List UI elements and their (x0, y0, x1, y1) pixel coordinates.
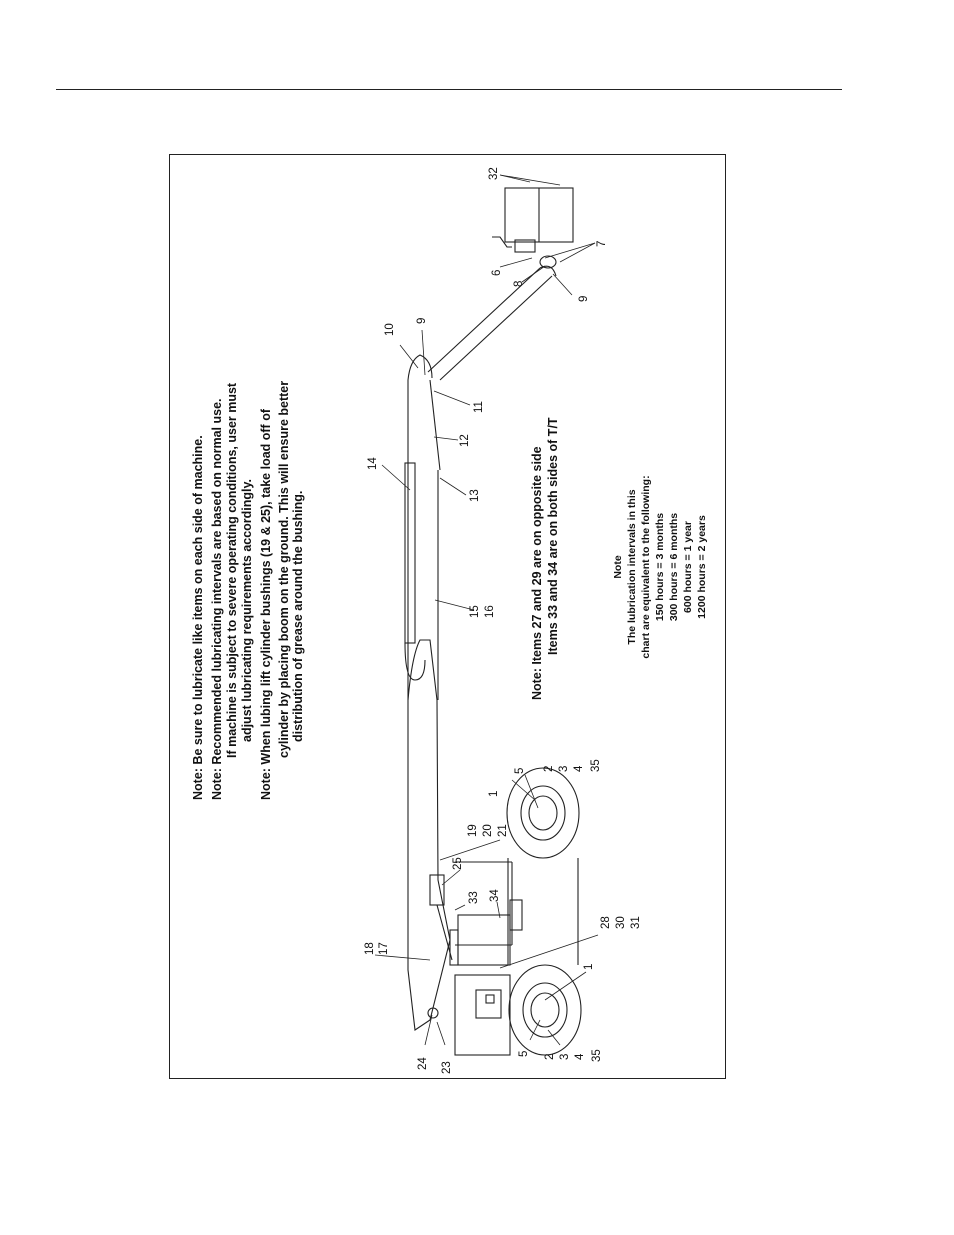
callout-8: 8 (513, 281, 525, 287)
callout-21: 21 (497, 824, 509, 837)
note-2a: Note: Recommended lubricating intervals … (210, 399, 224, 801)
callout-11: 11 (473, 401, 485, 413)
interval-note-line5: 600 hours = 1 year (682, 521, 694, 613)
callout-17: 17 (378, 942, 390, 955)
callout-25: 25 (452, 857, 464, 870)
callout-33: 33 (468, 891, 480, 904)
rear-wheel (508, 964, 582, 1056)
callout-4-rear: 4 (574, 1053, 586, 1060)
callout-10: 10 (384, 323, 396, 336)
callout-35-rear: 35 (591, 1049, 603, 1062)
items-note-b: Items 33 and 34 are on both sides of T/T (546, 417, 560, 655)
callout-19: 19 (467, 824, 479, 837)
callout-30: 30 (615, 916, 627, 929)
callout-4-front: 4 (573, 765, 585, 772)
callout-9-boom: 9 (416, 318, 428, 324)
callout-32: 32 (488, 167, 500, 180)
callout-13: 13 (469, 489, 481, 502)
callout-9-jib: 9 (578, 296, 590, 302)
callout-28: 28 (600, 916, 612, 929)
callout-1-rear: 1 (583, 964, 595, 970)
callout-7: 7 (596, 241, 608, 247)
callout-16: 16 (484, 605, 496, 618)
interval-note-line6: 1200 hours = 2 years (696, 515, 708, 619)
callout-1-front: 1 (488, 791, 500, 797)
callout-2-front: 2 (543, 766, 555, 772)
hose-carrier (404, 462, 426, 681)
header-rule (56, 89, 842, 90)
callout-31: 31 (630, 916, 642, 929)
callout-24: 24 (417, 1057, 429, 1070)
callout-18: 18 (364, 942, 376, 955)
jib (427, 265, 557, 381)
callout-6: 6 (491, 270, 503, 276)
platform (492, 187, 574, 269)
note-2c: adjust lubricating requirements accordin… (240, 479, 254, 742)
note-1: Note: Be sure to lubricate like items on… (191, 435, 205, 800)
callout-23: 23 (441, 1061, 453, 1074)
callout-2-rear: 2 (544, 1054, 556, 1060)
callout-35-front: 35 (590, 759, 602, 772)
callout-15: 15 (469, 605, 481, 618)
front-wheel (506, 767, 580, 859)
callout-34: 34 (489, 889, 501, 902)
interval-note-line3: 150 hours = 3 months (654, 513, 666, 621)
callout-5-rear: 5 (518, 1051, 530, 1057)
callout-3-rear: 3 (559, 1054, 571, 1060)
chassis (454, 858, 579, 1056)
diagram-frame (169, 154, 726, 1079)
callout-5-front: 5 (514, 768, 526, 774)
note-3c: distribution of grease around the bushin… (291, 491, 305, 742)
interval-note-title: Note (612, 555, 624, 578)
interval-note-line2: chart are equivalent to the following: (640, 475, 652, 658)
callout-12: 12 (459, 434, 471, 447)
lift-cylinder (429, 874, 459, 966)
callout-14: 14 (367, 457, 379, 470)
note-2b: If machine is subject to severe operatin… (225, 382, 239, 758)
note-3b: cylinder by placing boom on the ground. … (277, 381, 291, 758)
interval-note-line1: The lubrication intervals in this (626, 489, 638, 644)
callout-20: 20 (482, 824, 494, 837)
interval-note-line4: 300 hours = 6 months (668, 513, 680, 621)
callout-3-front: 3 (558, 766, 570, 772)
note-3a: Note: When lubing lift cylinder bushings… (259, 408, 273, 800)
items-note-a: Note: Items 27 and 29 are on opposite si… (530, 446, 544, 700)
